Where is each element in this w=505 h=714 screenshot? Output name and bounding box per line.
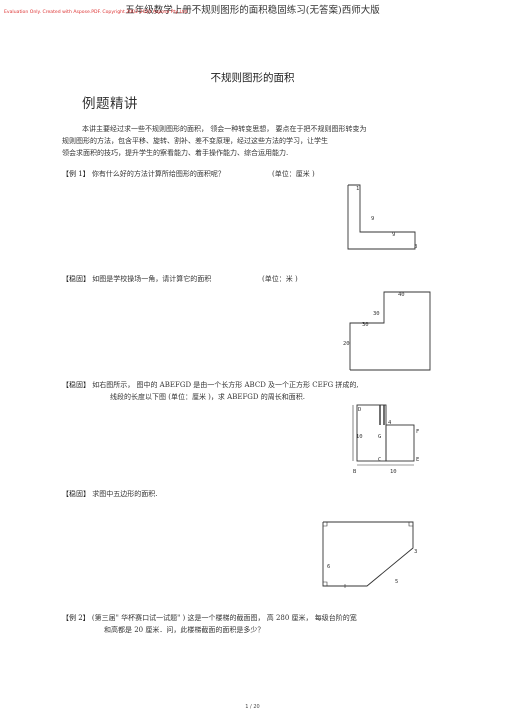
figure-3-label-b: B [353, 469, 357, 475]
q2-tag: 【稳固】 [62, 275, 90, 283]
section-title: 例题精讲 [82, 96, 138, 112]
q4-question: 【稳固】 求图中五边形的面积. [62, 489, 157, 499]
figure-3-rect-abcd [356, 404, 387, 462]
figure-4-label-left: 6 [327, 564, 330, 570]
q3-tag: 【稳固】 [62, 381, 90, 389]
figure-1-l-shape: 1 9 9 3 [347, 184, 417, 250]
q3-question-line-1: 【稳固】 如右图所示， 图中的 ABEFGD 是由一个长方形 ABCD 及一个正… [62, 380, 359, 390]
figure-4-right-angle-tl [323, 522, 328, 527]
q3-line-2: 线段的长度以下图 (单位：厘米 )，求 ABEFGD 的周长和面积. [110, 393, 305, 401]
figure-3-label-small: 4 [388, 420, 392, 426]
figure-2-label-left: 20 [343, 341, 350, 347]
q4-text: 求图中五边形的面积. [92, 490, 158, 498]
q2-text: 如图是学校操场一角，请计算它的面积 [92, 275, 212, 283]
q5-question-line-1: 【例 2】 (第三届" 华杯赛口试一试题" ) 这是一个楼梯的截面图， 高 28… [62, 613, 357, 623]
figure-3-label-c: C [378, 457, 381, 463]
q5-line-2: 和高都是 20 厘米．问，此楼梯截面的面积是多少？ [104, 626, 265, 634]
q5-line-1: (第三届" 华杯赛口试一试题" ) 这是一个楼梯的截面图， 高 280 厘米， … [91, 614, 357, 622]
document-header: 五年级数学上册不规则图形的面积稳固练习(无答案)西师大版 [125, 5, 380, 16]
page-number: 1 / 20 [245, 704, 260, 710]
figure-1-label-inner-v: 9 [371, 216, 374, 222]
intro-line-2: 规则图形的方法，包含平移、旋转、割补、差不变原理，经过这些方法的学习，让学生 [62, 137, 328, 145]
q1-tag: 【例 1】 [62, 170, 90, 178]
figure-1-outline [347, 184, 416, 250]
figure-3-label-bottom: 10 [390, 469, 397, 475]
intro-line-1: 本讲主要经过求一些不规则图形的面积， 领会一种转变思想， 要点在于把不规则图形转… [82, 125, 367, 133]
figure-2-label-top: 40 [398, 292, 405, 298]
figure-1-label-inner-h: 9 [392, 232, 395, 238]
figure-3-label-g: G [378, 434, 381, 440]
q1-unit: (单位：厘米 ) [272, 170, 315, 178]
figure-4-right-angle-bl [323, 581, 328, 586]
figure-1-label-top: 1 [356, 186, 359, 192]
figure-3-rect-square: D 4 G F 10 C E B 10 [352, 404, 419, 475]
figure-3-label-f: F [416, 429, 419, 435]
figure-4-right-angle-tr [408, 522, 413, 527]
main-title: 不规则图形的面积 [210, 72, 295, 84]
figure-1-label-bottom-right: 3 [414, 244, 417, 250]
q1-question: 【例 1】 你有什么好的方法计算所给图形的面积呢？ [62, 169, 225, 179]
q2-question: 【稳固】 如图是学校操场一角，请计算它的面积 [62, 274, 211, 284]
q3-line-1: 如右图所示， 图中的 ABEFGD 是由一个长方形 ABCD 及一个正方形 CE… [92, 381, 359, 389]
figure-2-playground-corner: 40 30 30 20 [343, 291, 431, 371]
figure-4-pentagon: 6 3 5 [322, 521, 417, 588]
figure-4-label-diag: 5 [395, 579, 398, 585]
intro-line-3: 领会求面积的技巧，提升学生的察看能力、着手操作能力、综合运用能力. [62, 149, 289, 157]
watermark: Evaluation Only. Created with Aspose.PDF… [4, 10, 189, 15]
figure-3-label-e: E [416, 457, 419, 463]
figure-4-outline [322, 521, 414, 587]
figure-2-outline [349, 291, 431, 371]
q5-tag: 【例 2】 [62, 614, 90, 622]
q2-unit: (单位：米 ) [262, 275, 298, 283]
figure-2-label-step-h: 30 [362, 322, 369, 328]
figure-4-label-right: 3 [414, 549, 417, 555]
q1-text: 你有什么好的方法计算所给图形的面积呢？ [91, 170, 225, 178]
figure-3-label-left: 10 [356, 434, 363, 440]
figure-3-label-d: D [358, 407, 361, 413]
figure-3-square-cefg [385, 424, 415, 462]
figure-2-label-step-v: 30 [373, 311, 380, 317]
q4-tag: 【稳固】 [62, 490, 90, 498]
